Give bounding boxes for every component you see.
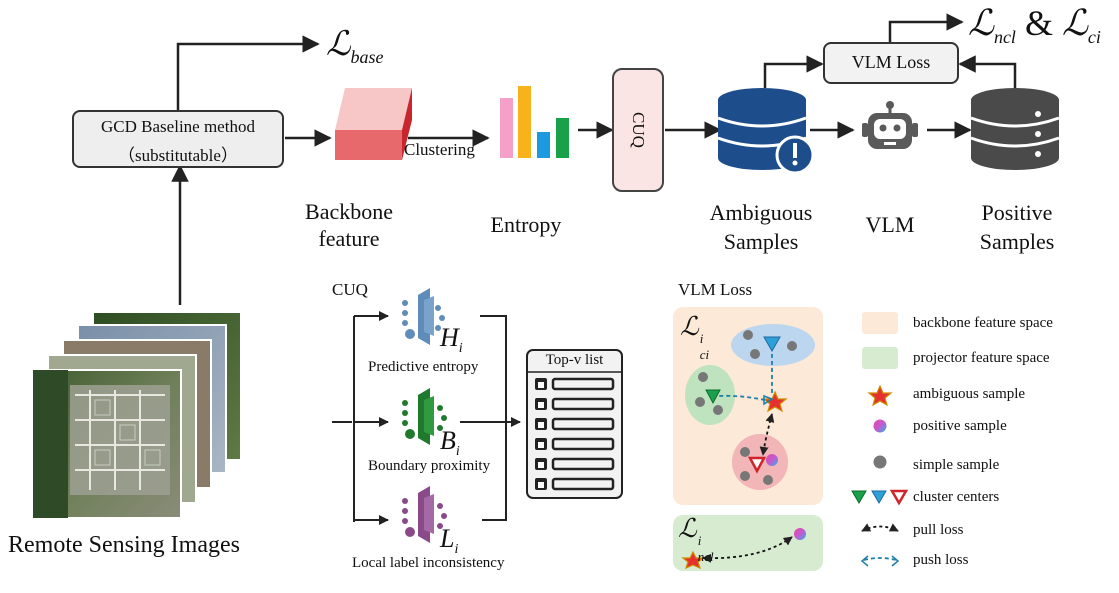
gcd-substitutable-label: （substitutable） <box>118 146 238 165</box>
cuq-vertical-label: CUQ <box>629 112 648 148</box>
legend-positive-icon <box>873 419 887 433</box>
legend-cluster-centers-label: cluster centers <box>913 489 1000 505</box>
legend-backbone-swatch <box>862 312 898 334</box>
predictive-entropy-label: Predictive entropy <box>368 359 479 375</box>
boundary-proximity-label: Boundary proximity <box>368 458 491 474</box>
legend-star-icon <box>867 384 893 407</box>
entropy-bar-2 <box>518 86 531 158</box>
legend-triangle-blue <box>871 490 887 504</box>
legend-push-icon <box>863 557 897 561</box>
l-symbol: Li <box>440 524 459 558</box>
legend-ambiguous-label: ambiguous sample <box>913 386 1026 402</box>
entropy-network-icon <box>402 288 445 345</box>
local-label-inconsistency-label: Local label inconsistency <box>352 555 505 571</box>
clustering-label: Clustering <box>404 140 475 159</box>
legend-triangle-green <box>851 490 867 504</box>
cuq-block <box>612 68 664 192</box>
legend-pull-loss-label: pull loss <box>913 522 964 538</box>
arrow-ambiguous-to-vlmloss <box>763 55 824 88</box>
legend-simple-label: simple sample <box>913 457 1000 473</box>
backbone-feature-block <box>335 88 412 160</box>
entropy-bar-chart <box>500 86 569 158</box>
vlm-loss-panel-title: VLM Loss <box>678 280 753 299</box>
vlm-loss-box <box>823 42 959 84</box>
legend-triangle-red <box>889 489 909 506</box>
vlm-loss-panel-graphics <box>673 307 909 571</box>
b-symbol: Bi <box>440 426 460 460</box>
flow-arrows <box>171 13 1017 305</box>
front-satellite-image <box>32 369 182 519</box>
boundary-network-icon <box>402 388 447 445</box>
arrow-gcd-to-lbase <box>176 35 320 110</box>
legend-pull-icon <box>861 523 899 532</box>
legend-positive-label: positive sample <box>913 418 1007 434</box>
entropy-label: Entropy <box>490 212 562 237</box>
cuq-panel-graphics <box>332 288 623 543</box>
robot-icon <box>862 101 918 149</box>
legend-push-loss-label: push loss <box>913 552 969 568</box>
inconsistency-network-icon <box>402 486 447 543</box>
remote-sensing-label: Remote Sensing Images <box>8 532 240 558</box>
legend-projector-swatch <box>862 347 898 369</box>
positive-database-icon <box>970 88 1060 170</box>
entropy-bar-4 <box>556 118 569 158</box>
ambiguous-star <box>762 390 788 413</box>
l-base-symbol: ℒbase <box>326 26 384 67</box>
entropy-bar-1 <box>500 98 513 158</box>
h-symbol: Hi <box>440 323 463 357</box>
l-ci-i-symbol: ℒ i ci <box>680 312 710 362</box>
vlm-label: VLM <box>865 212 915 237</box>
entropy-bar-3 <box>537 132 550 158</box>
legend-backbone-label: backbone feature space <box>913 315 1053 331</box>
ambiguous-database-icon <box>717 88 815 175</box>
vlm-loss-box-label: VLM Loss <box>851 52 931 72</box>
gcd-baseline-label: GCD Baseline method <box>101 117 255 136</box>
cuq-panel-title: CUQ <box>332 280 368 299</box>
top-v-list-icon <box>526 349 623 499</box>
loss-output-symbols: ℒncl & ℒci <box>968 3 1101 48</box>
legend-simple-icon <box>873 455 887 469</box>
top-v-list-title: Top-v list <box>545 352 604 368</box>
legend-projector-label: projector feature space <box>913 350 1050 366</box>
arrow-vlmloss-to-losses <box>888 13 964 42</box>
l-ncl-i-symbol: ℒ i ncl <box>678 514 714 564</box>
remote-sensing-image-stack <box>32 311 242 519</box>
arrow-positive-to-vlmloss <box>958 55 1017 88</box>
gcd-baseline-box <box>72 110 284 168</box>
